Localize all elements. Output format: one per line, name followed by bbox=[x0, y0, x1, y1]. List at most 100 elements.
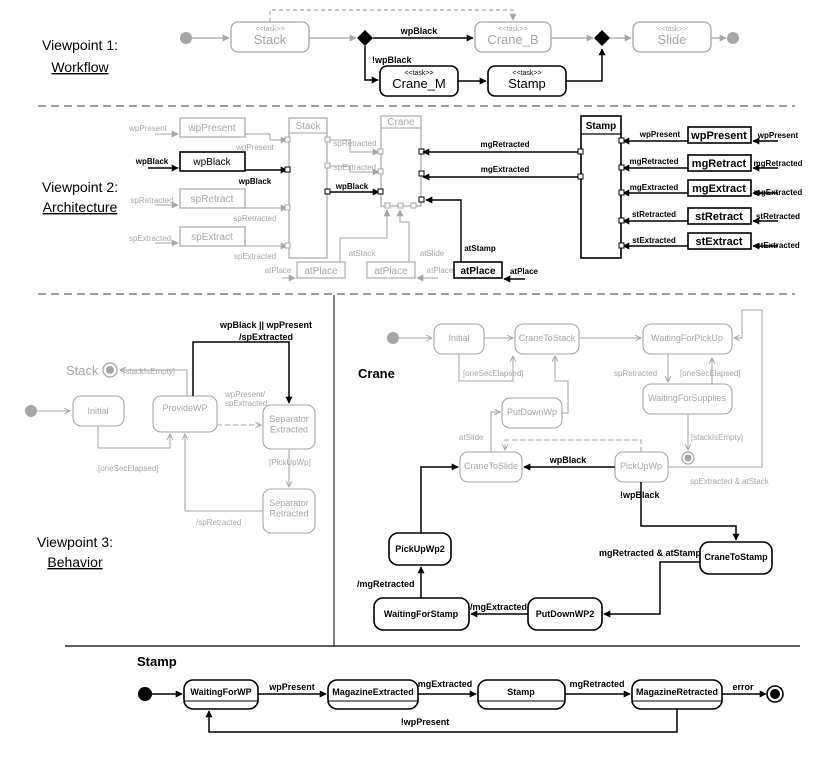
sensor-stextract-label: stExtract bbox=[695, 236, 742, 248]
viewpoint3-number: Viewpoint 3: bbox=[37, 534, 113, 550]
stack-label-sp-retracted-action: /spRetracted bbox=[196, 518, 241, 527]
stack-state-provide-wp-label: ProvideWP bbox=[162, 403, 207, 413]
sensor-atplace-3 bbox=[453, 261, 503, 279]
sensor-wpblack-label: wpBlack bbox=[192, 157, 231, 168]
sensor-atplace-2 bbox=[366, 261, 416, 279]
separators bbox=[38, 105, 800, 647]
port bbox=[418, 170, 425, 177]
sig-atstamp: atStamp bbox=[464, 244, 496, 253]
task-stamp-label: Stamp bbox=[508, 76, 546, 91]
sig-spextracted-in: spExtracted bbox=[129, 234, 171, 243]
stack-behavior-title: Stack bbox=[66, 363, 99, 378]
stamp-label-mg-retracted: mgRetracted bbox=[569, 679, 624, 689]
sensor-spretract-label: spRetract bbox=[191, 194, 234, 205]
port bbox=[377, 148, 384, 155]
crane-state-crane-to-stack bbox=[514, 323, 580, 355]
crane-final-node-inner bbox=[684, 454, 692, 462]
component-crane bbox=[380, 115, 422, 207]
crane-state-pickup-wp2 bbox=[388, 532, 452, 566]
crane-state-waiting-for-stamp-label: WaitingForStamp bbox=[384, 609, 459, 619]
port bbox=[384, 202, 391, 209]
sensor-wppresent bbox=[179, 117, 246, 138]
sensor-stretract-label: stRetract bbox=[695, 211, 743, 223]
crane-label-not-wp-black: !wpBlack bbox=[620, 490, 661, 500]
crane-state-waiting-for-supplies-label: WaitingForSupplies bbox=[648, 393, 726, 403]
sig-spretracted-in: spRetracted bbox=[130, 196, 173, 205]
crane-label-at-slide: atSlide bbox=[459, 433, 484, 442]
link-atstamp bbox=[425, 196, 462, 262]
stack-initial-node bbox=[25, 405, 37, 417]
link-stack-crane-spextracted bbox=[327, 165, 380, 176]
viewpoint2-number: Viewpoint 2: bbox=[42, 179, 118, 195]
crane-state-crane-to-stamp bbox=[699, 541, 773, 575]
crane-initial-node bbox=[387, 332, 399, 344]
task-slide-stereotype: <<task>> bbox=[657, 26, 686, 33]
sig-wpblack-in: wpBlack bbox=[135, 157, 169, 166]
port bbox=[397, 202, 404, 209]
crane-state-crane-to-slide-label: CraneToSlide bbox=[464, 461, 518, 471]
sensor-mgextract bbox=[687, 179, 752, 197]
viewpoint3-name: Behavior bbox=[47, 554, 103, 570]
sensor-wpblack bbox=[179, 151, 246, 172]
viewpoint2-name: Architecture bbox=[43, 199, 118, 215]
sig-wppresent-out: wpPresent bbox=[235, 143, 275, 152]
port bbox=[324, 136, 331, 143]
stamp-state-magazine-retracted-label: MagazineRetracted bbox=[636, 687, 718, 697]
sig-wppresent-in: wpPresent bbox=[128, 124, 168, 133]
crane-t-one-sec-1 bbox=[458, 354, 513, 382]
crane-state-initial-label: Initial bbox=[448, 333, 469, 343]
flow-stack-crane-b-dashed bbox=[269, 9, 517, 22]
sensor-stamp-wppresent bbox=[687, 126, 752, 144]
port bbox=[577, 173, 584, 180]
link-atstack bbox=[339, 209, 391, 262]
stack-label-pick-up-wp: [PickUpWp] bbox=[269, 458, 311, 467]
crane-state-pickup-wp-label: PickUpWp bbox=[620, 461, 662, 471]
port bbox=[577, 148, 584, 155]
crane-t-putdown-stack bbox=[555, 356, 569, 414]
link-stack-crane-spretracted bbox=[327, 139, 380, 156]
port bbox=[284, 242, 291, 249]
flow-not-wpblack bbox=[364, 46, 379, 84]
stamp-behavior-title: Stamp bbox=[137, 654, 177, 669]
port bbox=[618, 242, 625, 249]
stack-t-wpblack bbox=[192, 341, 293, 404]
crane-label-one-sec-2: [oneSecElapsed] bbox=[680, 369, 741, 378]
link-atslide bbox=[396, 209, 410, 262]
crane-t-pickup2-slide bbox=[420, 463, 459, 533]
crane-t-sp-extracted-at-stack bbox=[668, 309, 763, 468]
sensor-atplace-2-label: atPlace bbox=[374, 266, 408, 277]
sig-stextracted-port: stExtracted bbox=[632, 236, 676, 245]
sig-stretracted-port: stRetracted bbox=[632, 210, 676, 219]
crane-label-stack-is-empty: [stackIsEmpty] bbox=[691, 433, 743, 442]
sig-atplace-3: atPlace bbox=[510, 267, 539, 276]
crane-t-atslide bbox=[490, 412, 500, 452]
workflow-final-node bbox=[727, 32, 739, 44]
crane-t-pickup-dashed bbox=[505, 439, 642, 452]
sensor-stextract bbox=[687, 232, 752, 250]
sig-mgextracted-link: mgExtracted bbox=[481, 165, 530, 174]
stamp-state-magazine-extracted-label: MagazineExtracted bbox=[332, 687, 414, 697]
port bbox=[377, 168, 384, 175]
merge-diamond bbox=[594, 30, 610, 46]
crane-behavior: Crane Initial CraneToStack WaitingForPic… bbox=[357, 309, 773, 631]
architecture-diagram-section: Stack Crane Stamp wpPresent wpBlack spRe… bbox=[128, 115, 803, 283]
port bbox=[377, 188, 384, 195]
component-stamp-label: Stamp bbox=[586, 121, 617, 132]
stamp-t-not-wppresent bbox=[205, 709, 678, 733]
crane-label-mg-retracted-at-stamp: mgRetracted & atStamp bbox=[599, 548, 702, 558]
stack-state-provide-wp bbox=[152, 395, 218, 433]
task-stack-stereotype: <<task>> bbox=[255, 26, 284, 33]
sig-mgextracted-in: mgExtracted bbox=[754, 188, 803, 197]
crane-label-sp-extracted-at-stack: spExtracted & atStack bbox=[690, 477, 770, 486]
stamp-label-not-wp-present: !wpPresent bbox=[401, 717, 450, 727]
sig-atplace-1: atPlace bbox=[265, 266, 292, 275]
crane-label-sp-retracted: spRetracted bbox=[614, 369, 657, 378]
stamp-state-stamp-label: Stamp bbox=[507, 687, 535, 697]
task-crane-b-label: Crane_B bbox=[487, 32, 538, 47]
stack-label-wpblack-or-present: wpBlack || wpPresent bbox=[219, 320, 312, 330]
stack-state-initial-label: Initial bbox=[87, 406, 108, 416]
sig-atslide: atSlide bbox=[420, 249, 445, 258]
port bbox=[284, 204, 291, 211]
